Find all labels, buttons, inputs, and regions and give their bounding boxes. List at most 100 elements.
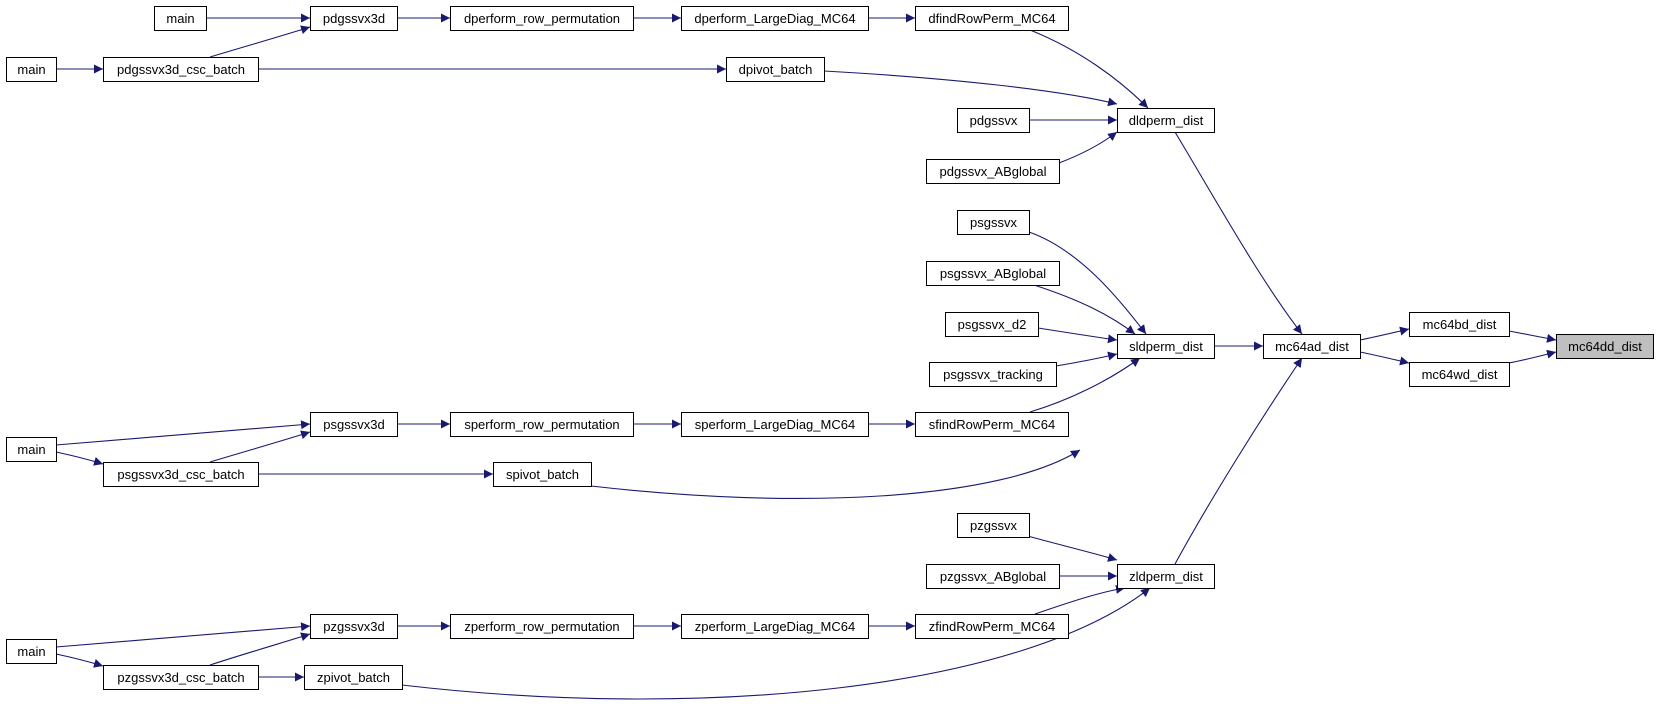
node-label: main (17, 62, 45, 77)
node-dperform-LargeDiag-MC64[interactable]: dperform_LargeDiag_MC64 (681, 6, 869, 31)
node-box (1409, 362, 1510, 387)
node-label: zldperm_dist (1129, 569, 1203, 584)
node-box (926, 159, 1060, 184)
node-box (945, 312, 1039, 337)
node-box (450, 6, 634, 31)
node-pdgssvx-ABglobal[interactable]: pdgssvx_ABglobal (926, 159, 1060, 184)
node-box (929, 362, 1057, 387)
node-dperform-row-permutation[interactable]: dperform_row_permutation (450, 6, 634, 31)
node-dldperm-dist[interactable]: dldperm_dist (1117, 108, 1215, 133)
node-box (310, 412, 398, 437)
node-label: pdgssvx3d_csc_batch (117, 62, 245, 77)
node-box (915, 412, 1069, 437)
node-pdgssvx[interactable]: pdgssvx (957, 108, 1030, 133)
edge-dfindRowPerm_MC64-to-dldperm_dist (1029, 29, 1149, 109)
node-pzgssvx[interactable]: pzgssvx (957, 513, 1030, 538)
node-pzgssvx3d-csc-batch[interactable]: pzgssvx3d_csc_batch (103, 665, 259, 690)
node-label: pdgssvx_ABglobal (940, 164, 1047, 179)
node-box (957, 210, 1030, 235)
node-label: zfindRowPerm_MC64 (929, 619, 1055, 634)
node-mc64ad-dist[interactable]: mc64ad_dist (1263, 334, 1361, 359)
node-psgssvx[interactable]: psgssvx (957, 210, 1030, 235)
nodes-layer: main pdgssvx3d dperform_row_permutation dpe… (6, 6, 1654, 690)
node-label: psgssvx3d (323, 417, 384, 432)
node-box (957, 513, 1030, 538)
node-zldperm-dist[interactable]: zldperm_dist (1117, 564, 1215, 589)
node-pdgssvx3d-csc-batch[interactable]: pdgssvx3d_csc_batch (103, 57, 259, 82)
node-box (915, 614, 1069, 639)
node-label: main (17, 442, 45, 457)
node-box (6, 639, 57, 664)
node-spivot-batch[interactable]: spivot_batch (493, 462, 592, 487)
node-label: psgssvx_d2 (958, 317, 1027, 332)
node-label: pzgssvx3d (323, 619, 384, 634)
node-pzgssvx3d[interactable]: pzgssvx3d (310, 614, 398, 639)
edge-pdgssvx3d_csc_batch-to-pdgssvx3d (209, 25, 311, 58)
node-box (1117, 334, 1215, 359)
node-box (493, 462, 592, 487)
node-box (450, 614, 634, 639)
node-label: pdgssvx (970, 113, 1018, 128)
node-box (926, 564, 1060, 589)
node-box (957, 108, 1030, 133)
node-main-3[interactable]: main (6, 437, 57, 462)
node-mc64bd-dist[interactable]: mc64bd_dist (1409, 312, 1510, 337)
node-box (154, 6, 207, 31)
node-zperform-LargeDiag-MC64[interactable]: zperform_LargeDiag_MC64 (681, 614, 869, 639)
node-box (1117, 564, 1215, 589)
node-label: psgssvx_tracking (943, 367, 1043, 382)
edge-zldperm_dist-to-mc64ad_dist (1174, 357, 1303, 565)
node-main-1[interactable]: main (154, 6, 207, 31)
node-psgssvx-ABglobal[interactable]: psgssvx_ABglobal (926, 261, 1060, 286)
edge-main_3-to-psgssvx3d (55, 420, 311, 446)
node-zperform-row-permutation[interactable]: zperform_row_permutation (450, 614, 634, 639)
node-sperform-LargeDiag-MC64[interactable]: sperform_LargeDiag_MC64 (681, 412, 869, 437)
node-label: mc64bd_dist (1423, 317, 1497, 332)
edge-main_4-to-pzgssvx3d_csc_batch (55, 653, 104, 668)
node-zfindRowPerm-MC64[interactable]: zfindRowPerm_MC64 (915, 614, 1069, 639)
node-label: zperform_LargeDiag_MC64 (695, 619, 855, 634)
edge-mc64bd_dist-to-mc64dd_dist (1508, 330, 1557, 343)
edge-psgssvx_d2-to-sldperm_dist (1037, 327, 1118, 344)
edge-psgssvx3d_csc_batch-to-psgssvx3d (209, 430, 311, 463)
node-label: pzgssvx (970, 518, 1017, 533)
node-pdgssvx3d[interactable]: pdgssvx3d (310, 6, 398, 31)
node-sperform-row-permutation[interactable]: sperform_row_permutation (450, 412, 634, 437)
node-label: zpivot_batch (317, 670, 390, 685)
node-mc64dd-dist[interactable]: mc64dd_dist (1556, 334, 1654, 359)
node-sfindRowPerm-MC64[interactable]: sfindRowPerm_MC64 (915, 412, 1069, 437)
node-dfindRowPerm-MC64[interactable]: dfindRowPerm_MC64 (915, 6, 1069, 31)
node-psgssvx-tracking[interactable]: psgssvx_tracking (929, 362, 1057, 387)
node-psgssvx3d[interactable]: psgssvx3d (310, 412, 398, 437)
node-mc64wd-dist[interactable]: mc64wd_dist (1409, 362, 1510, 387)
node-box (1556, 334, 1654, 359)
node-label: psgssvx3d_csc_batch (117, 467, 244, 482)
node-label: mc64ad_dist (1275, 339, 1349, 354)
node-label: zperform_row_permutation (464, 619, 619, 634)
edge-spivot_batch-to-sldperm_dist (590, 449, 1081, 500)
edge-psgssvx_tracking-to-sldperm_dist (1055, 351, 1118, 367)
node-box (681, 412, 869, 437)
edge-psgssvx-to-sldperm_dist (1028, 231, 1147, 335)
node-main-2[interactable]: main (6, 57, 57, 82)
node-box (681, 614, 869, 639)
node-box (915, 6, 1069, 31)
node-pzgssvx-ABglobal[interactable]: pzgssvx_ABglobal (926, 564, 1060, 589)
edge-sfindRowPerm_MC64-to-sldperm_dist (1029, 357, 1141, 413)
node-zpivot-batch[interactable]: zpivot_batch (304, 665, 403, 690)
node-psgssvx-d2[interactable]: psgssvx_d2 (945, 312, 1039, 337)
node-box (6, 437, 57, 462)
node-main-4[interactable]: main (6, 639, 57, 664)
node-psgssvx3d-csc-batch[interactable]: psgssvx3d_csc_batch (103, 462, 259, 487)
node-label: dperform_LargeDiag_MC64 (694, 11, 855, 26)
edge-zfindRowPerm_MC64-to-zldperm_dist (1034, 584, 1126, 615)
node-box (310, 614, 398, 639)
edge-mc64wd_dist-to-mc64dd_dist (1508, 349, 1557, 364)
node-label: spivot_batch (506, 467, 579, 482)
node-label: sperform_row_permutation (464, 417, 619, 432)
node-label: pdgssvx3d (323, 11, 385, 26)
node-dpivot-batch[interactable]: dpivot_batch (726, 57, 825, 82)
edge-pzgssvx-to-zldperm_dist (1023, 534, 1118, 562)
node-label: psgssvx_ABglobal (940, 266, 1046, 281)
node-sldperm-dist[interactable]: sldperm_dist (1117, 334, 1215, 359)
